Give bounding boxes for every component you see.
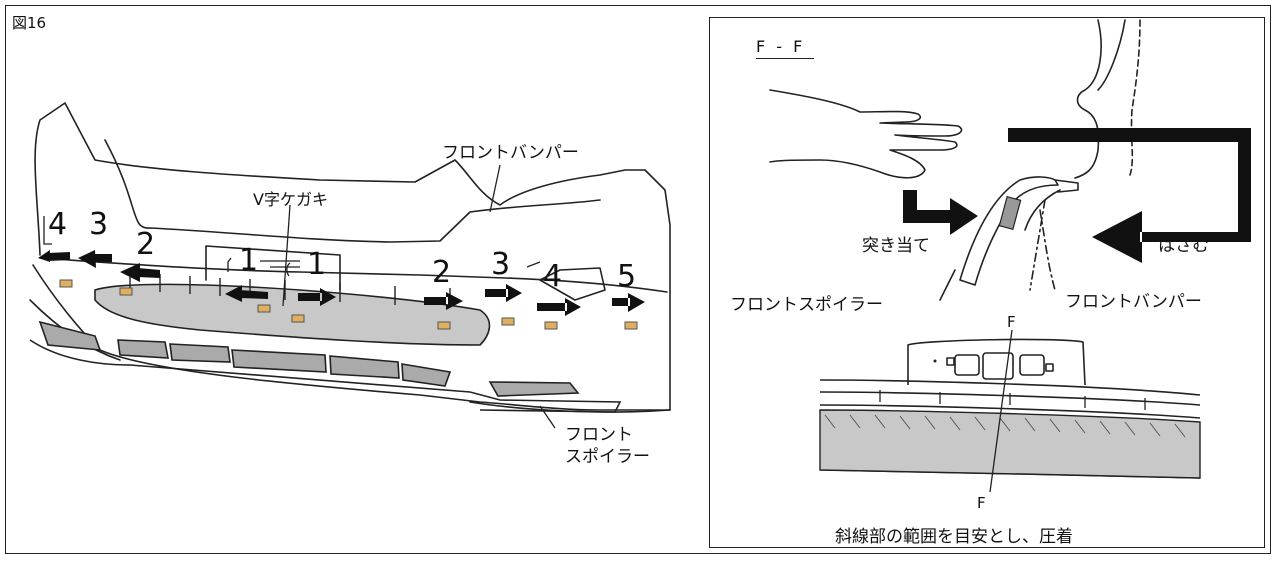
figure-label: 図16 [12, 14, 47, 32]
arrow-1-left [225, 285, 268, 302]
section-label: F - F [756, 37, 806, 56]
hatched-area [819, 409, 1201, 479]
push-arrow [903, 190, 978, 235]
step-1-left: 1 [239, 243, 259, 278]
arrow-5-right [612, 293, 645, 312]
center-vent-2 [169, 343, 231, 363]
front-bumper-label: フロントバンパー [442, 143, 579, 163]
section-mark-bottom: F [977, 494, 986, 512]
arrow-3-right [485, 284, 522, 302]
center-vent-4 [329, 355, 400, 379]
step-3-right: 3 [491, 247, 511, 282]
front-spoiler-label-line2: スポイラー [565, 447, 650, 467]
arrow-1-right [298, 288, 336, 306]
section-inset [709, 17, 1265, 548]
caption: 斜線部の範囲を目安とし、圧着 [835, 527, 1073, 547]
front-spoiler-label-line1: フロント [565, 425, 633, 445]
step-1-right: 1 [307, 247, 327, 282]
step-4-right: 4 [543, 259, 563, 294]
center-vent-1 [117, 339, 169, 359]
step-4-left: 4 [48, 207, 68, 242]
arrow-3-left [78, 250, 112, 268]
arrow-2-right [424, 292, 463, 310]
v-groove-label: V字ケガキ [253, 190, 328, 209]
section-mark-top: F [1007, 313, 1016, 331]
hand-outline [769, 89, 963, 179]
front-bumper-section-label: フロントバンパー [1065, 292, 1202, 312]
pinch-arrow [1008, 128, 1251, 263]
step-2-left: 2 [136, 227, 156, 262]
section-label-underline [756, 58, 814, 59]
arrow-4-left [38, 250, 70, 262]
plate-holder [907, 338, 1086, 386]
step-3-left: 3 [89, 207, 109, 242]
step-5-right: 5 [617, 259, 637, 294]
right-vent [488, 381, 580, 397]
bumper-outline [34, 102, 671, 413]
pinch-label: はさむ [1158, 236, 1209, 256]
section-line [989, 329, 1013, 493]
front-spoiler-section-label: フロントスポイラー [730, 295, 883, 315]
arrow-2-left [120, 263, 160, 282]
center-vent-5 [401, 363, 452, 387]
center-vent-3 [231, 349, 327, 373]
left-vent [38, 320, 102, 351]
step-2-right: 2 [432, 255, 452, 290]
push-label: 突き当て [862, 236, 930, 256]
figure-frame [5, 5, 1271, 554]
grille-opening [39, 257, 668, 293]
arrow-4-right [537, 298, 581, 316]
